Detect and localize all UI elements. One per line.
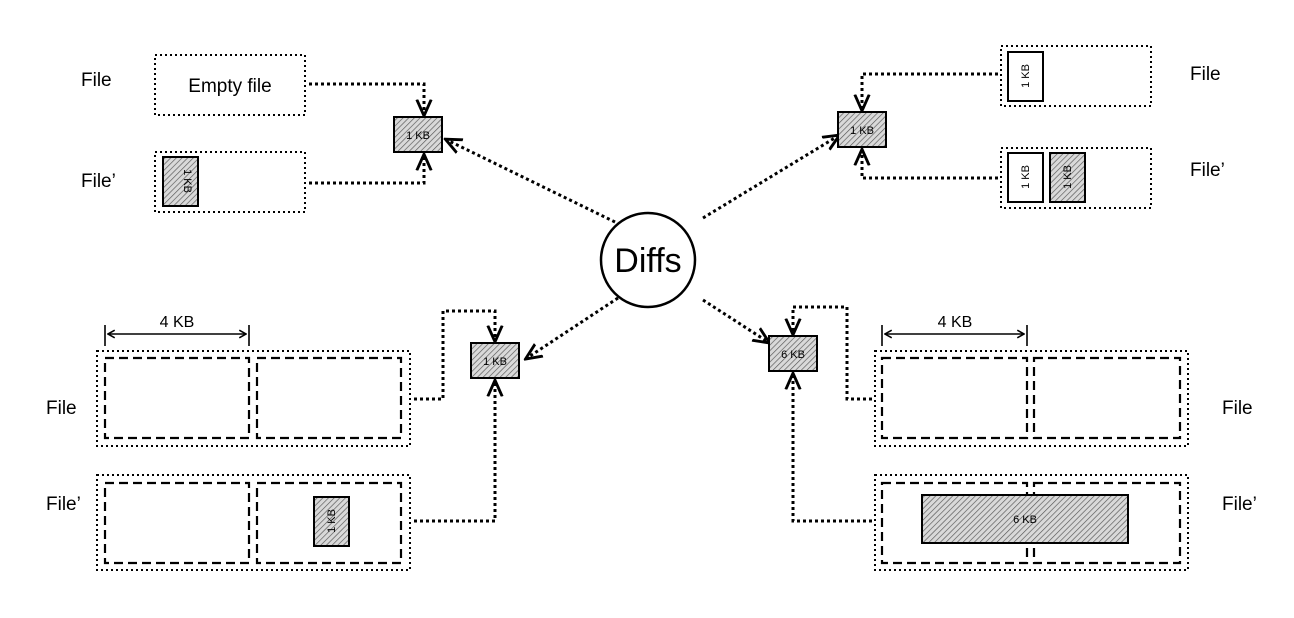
file2-label: File’ [1190, 160, 1225, 181]
file2-block-a-label: 1 KB [1020, 165, 1032, 189]
file2-box [96, 474, 411, 571]
changed-block-label: 6 KB [1013, 514, 1037, 526]
diffs-label: Diffs [614, 242, 681, 280]
file-page-2 [255, 356, 403, 440]
empty-file-text: Empty file [188, 76, 271, 97]
diff-block-label: 6 KB [781, 349, 805, 361]
changed-block-label: 1 KB [326, 509, 338, 533]
connector-top-left [447, 140, 616, 224]
file2-box [874, 474, 1189, 571]
connector-bottom-left [527, 296, 619, 358]
quadrant-top-left: File File’ Empty file 1 KB 1 KB [81, 54, 443, 213]
file2-label: File’ [1222, 494, 1257, 515]
file2-label: File’ [46, 494, 81, 515]
file2-block-b [1049, 152, 1086, 203]
changed-block [921, 494, 1129, 544]
connector-bottom-right [702, 298, 768, 342]
size-label: 4 KB [938, 314, 973, 331]
file-label: File [1190, 64, 1221, 85]
file-box [874, 350, 1189, 447]
quadrant-bottom-left: 4 KB File File’ 1 KB 1 KB [46, 309, 520, 571]
file2-block-a [1007, 152, 1044, 203]
file2-to-diff-line [414, 382, 495, 523]
file-label: File [81, 70, 112, 91]
diff-block-label: 1 KB [406, 130, 430, 142]
diff-block-label: 1 KB [483, 356, 507, 368]
file-to-diff-line [309, 82, 424, 114]
file2-box [154, 151, 306, 213]
file-page-1 [880, 356, 1029, 440]
quadrant-bottom-right: 4 KB File File’ 6 KB 6 KB [768, 305, 1257, 571]
file2-to-diff-line [862, 151, 998, 180]
file-page-2 [1032, 356, 1182, 440]
size-label: 4 KB [160, 314, 195, 331]
file-label: File [1222, 398, 1253, 419]
file2-label: File’ [81, 171, 116, 192]
file2-block-b-label: 1 KB [1062, 165, 1074, 189]
empty-file-box [154, 54, 306, 116]
diffs-node: Diffs [599, 211, 697, 309]
file-to-diff-line [793, 305, 872, 401]
file2-to-diff-line [309, 156, 424, 185]
file-box [96, 350, 411, 447]
file2-page-1 [103, 481, 251, 565]
new-block-label: 1 KB [181, 169, 193, 193]
file-label: File [46, 398, 77, 419]
file2-page-2 [255, 481, 403, 565]
diff-block-label: 1 KB [850, 125, 874, 137]
file-box [1000, 45, 1152, 107]
file2-to-diff-line [793, 375, 872, 523]
diff-connectors [447, 136, 838, 358]
connector-top-right [702, 136, 838, 220]
changed-block [313, 496, 350, 547]
file-to-diff-line [862, 72, 998, 109]
file-block-label: 1 KB [1020, 64, 1032, 88]
file-page-1 [103, 356, 251, 440]
diff-block [768, 335, 818, 372]
file2-box [1000, 147, 1152, 209]
new-block [162, 156, 199, 207]
quadrant-top-right: File File’ 1 KB 1 KB 1 KB 1 KB [837, 45, 1225, 209]
file-to-diff-line [414, 309, 495, 401]
file-block [1007, 51, 1044, 102]
